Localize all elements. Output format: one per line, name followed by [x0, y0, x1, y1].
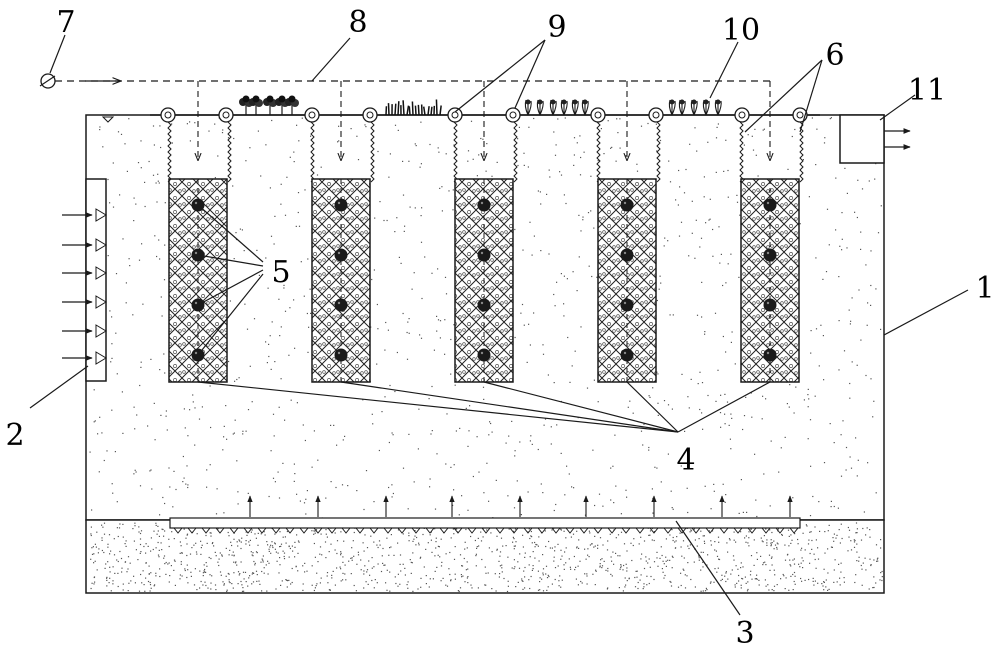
inlet-distributor [62, 178, 107, 382]
callout-11: 11 [908, 73, 946, 108]
callout-1: 1 [975, 271, 994, 306]
callout-9: 9 [547, 10, 566, 45]
callout-3: 3 [735, 616, 754, 651]
filter-column-5 [739, 121, 804, 383]
wetland-plants [239, 95, 722, 116]
callout-5: 5 [271, 255, 290, 290]
callout-7: 7 [56, 5, 75, 40]
callout-labels: 7 8 9 10 6 11 5 1 2 4 3 [5, 5, 994, 651]
filter-column-2 [310, 121, 375, 383]
callout-2: 2 [5, 418, 24, 453]
filter-column-3 [453, 121, 518, 383]
callout-8: 8 [348, 5, 367, 40]
callout-6: 6 [825, 38, 844, 73]
aeration-pipe [169, 495, 801, 534]
surface-pipe [150, 95, 820, 123]
filter-columns [167, 121, 804, 383]
air-manifold [39, 73, 770, 160]
outlet-weir [839, 114, 911, 164]
callout-4: 4 [676, 443, 695, 478]
filter-column-4 [596, 121, 661, 383]
leader-lines [29, 34, 969, 616]
callout-10: 10 [722, 13, 760, 48]
